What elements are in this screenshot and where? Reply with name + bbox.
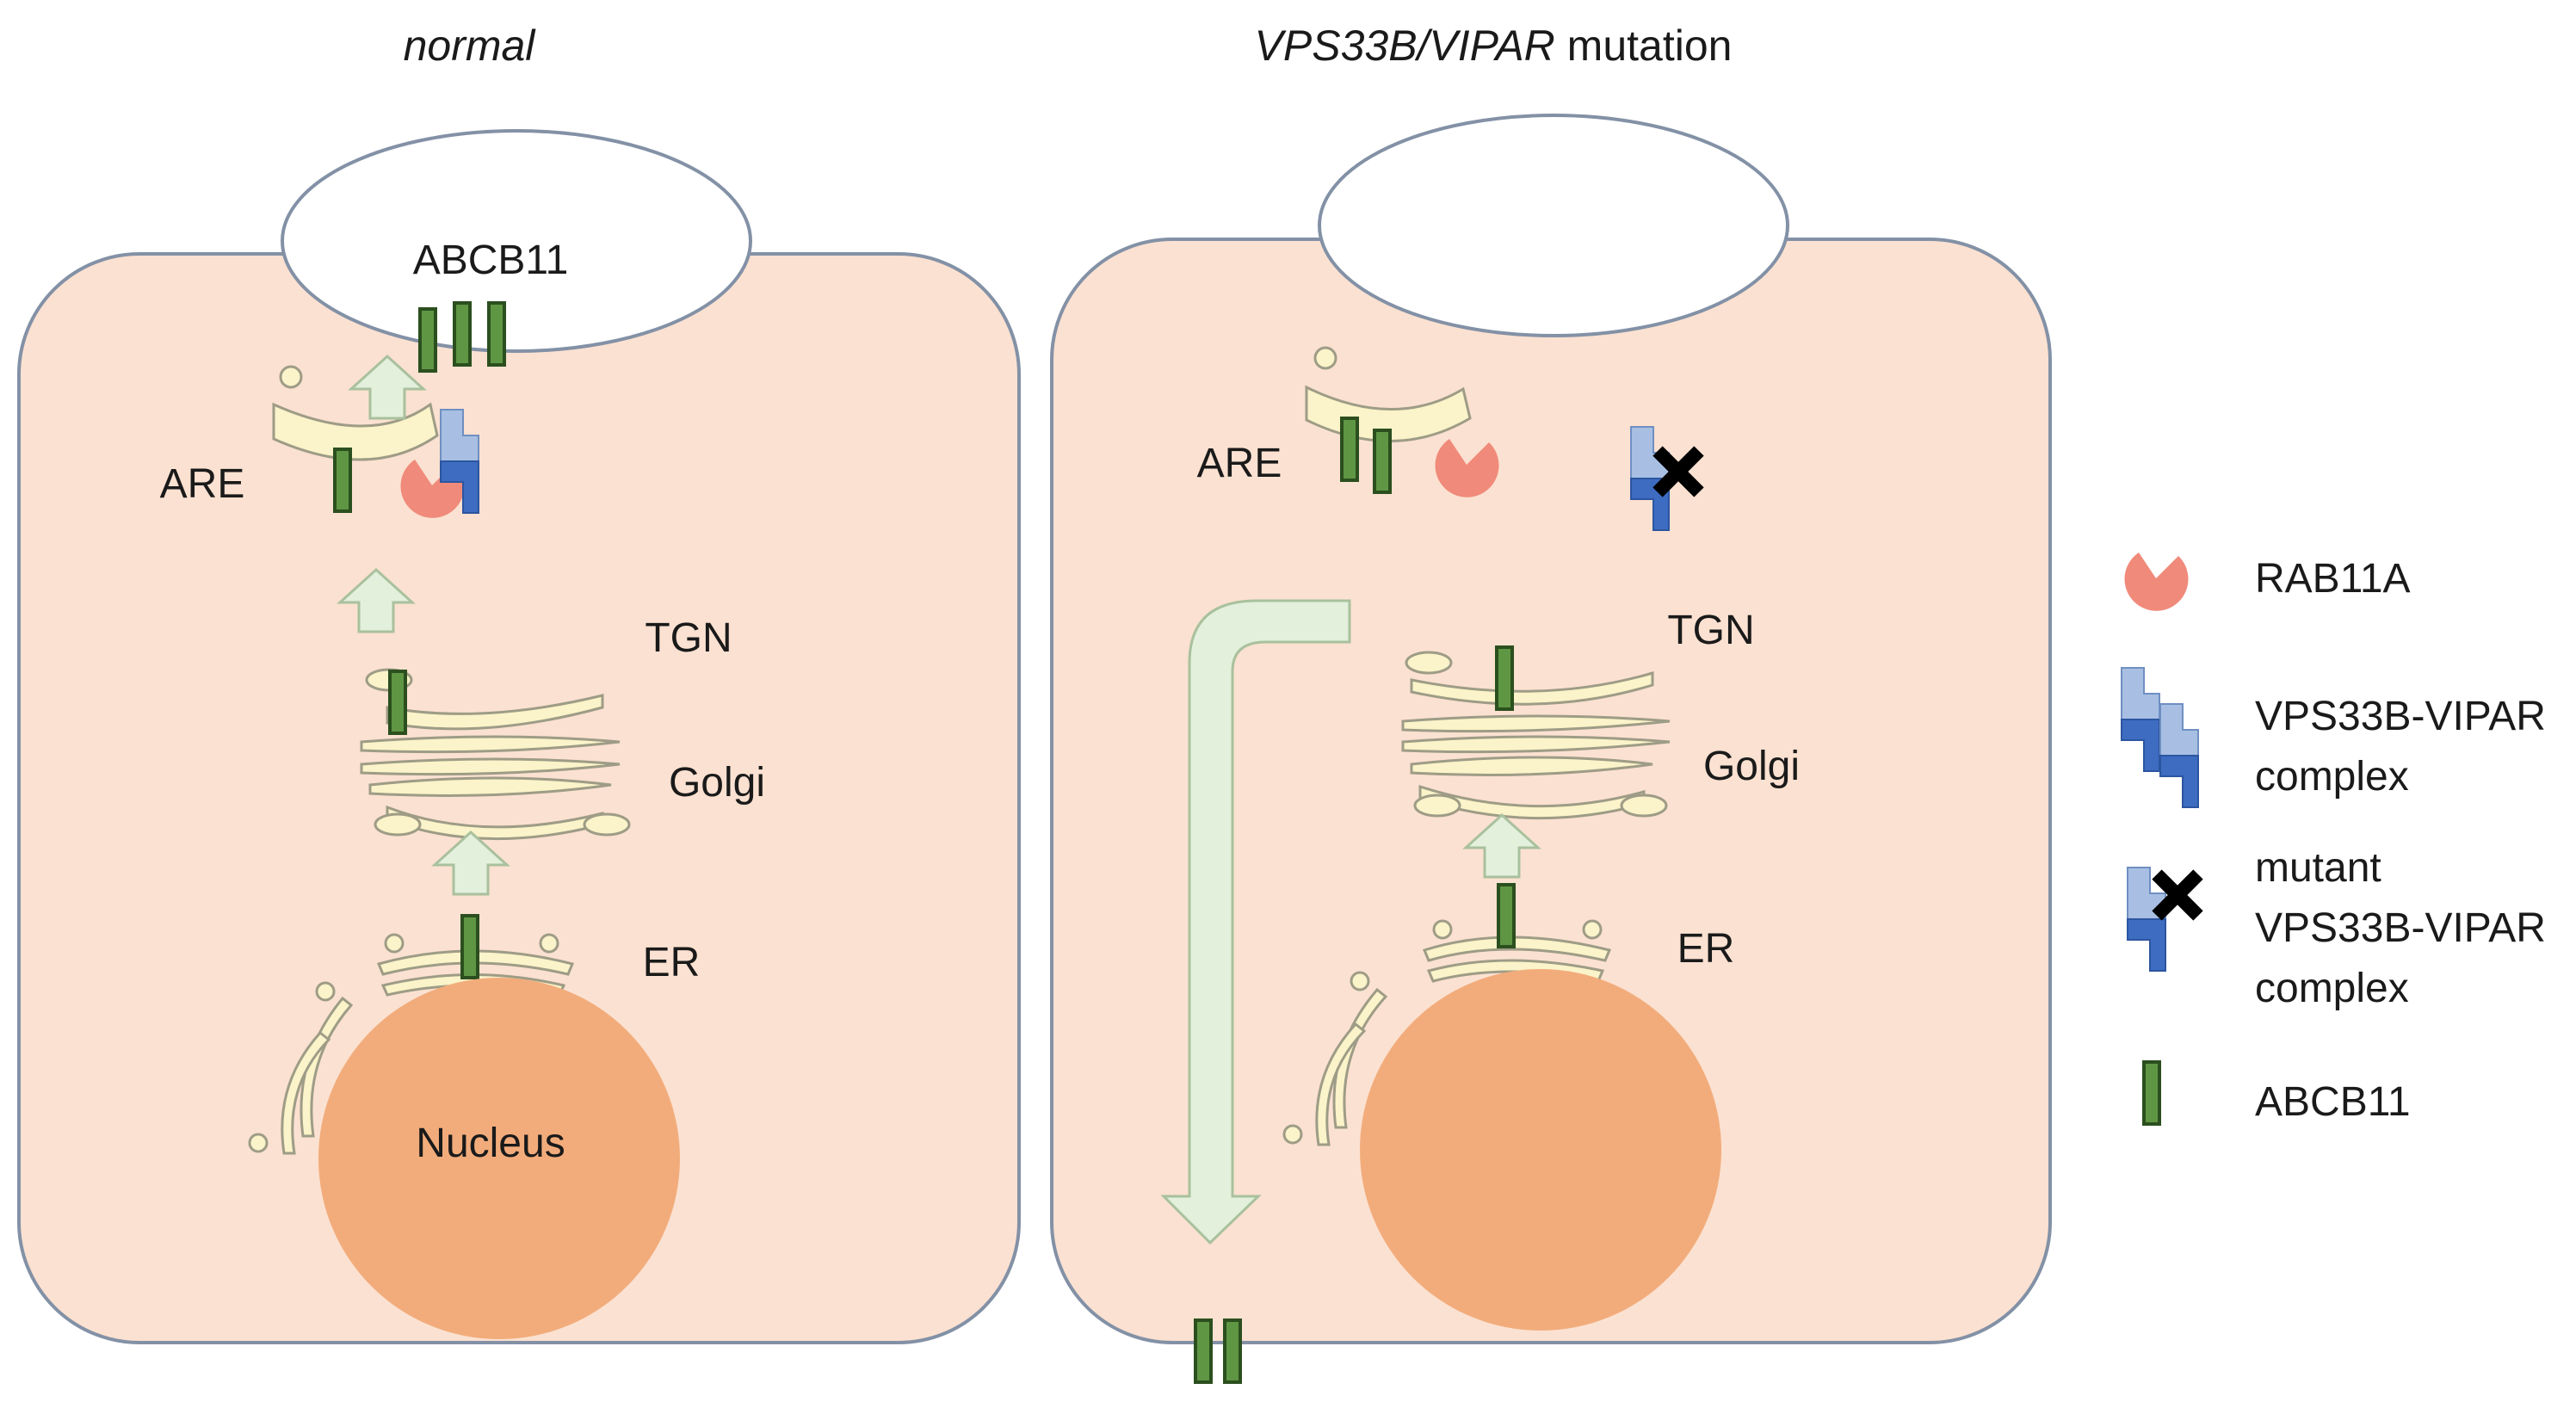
label-er-mutation: ER [1677, 926, 1735, 972]
abcb11-are-mutation-1 [1340, 417, 1359, 482]
cell-mutation: ARE TGN Golgi [1050, 114, 2052, 1384]
abcb11-are-normal [333, 448, 352, 513]
are-mutation [1305, 346, 1499, 497]
label-nucleus: Nucleus [416, 1121, 565, 1166]
abcb11-er-normal [460, 914, 479, 979]
vps33b-vipar-complex-icon [2121, 667, 2199, 808]
golgi-normal [360, 668, 631, 841]
legend-mutant-line2: VPS33B-VIPAR [2255, 905, 2546, 951]
nucleus-normal [318, 978, 680, 1339]
are-normal [272, 355, 479, 518]
cell-normal: ABCB11 ARE TGN [17, 129, 1021, 1344]
abcb11-basolateral-1 [1194, 1318, 1213, 1384]
label-are-normal: ARE [160, 461, 245, 507]
misrouted-arrow-shape [1160, 599, 1351, 1245]
panel-title-mutation-italic: VPS33B/VIPAR [1255, 22, 1555, 70]
abcb11-basolateral-2 [1223, 1318, 1242, 1384]
label-golgi-normal: Golgi [669, 760, 765, 806]
legend-mutant-line3: complex [2255, 966, 2409, 1011]
abcb11-are-mutation-2 [1373, 429, 1392, 494]
label-golgi-mutation: Golgi [1703, 744, 1800, 789]
legend: RAB11A VPS33B-VIPAR complex mutant VPS33… [2121, 553, 2546, 1126]
abcb11-icon [2142, 1060, 2161, 1126]
label-are-mutation: ARE [1197, 441, 1282, 486]
legend-abcb11: ABCB11 [2255, 1079, 2411, 1125]
label-tgn-normal: TGN [645, 615, 732, 661]
legend-rab11a: RAB11A [2255, 556, 2411, 602]
legend-mutant-line1: mutant [2255, 845, 2381, 891]
panel-title-mutation: VPS33B/VIPAR mutation [1255, 22, 1733, 70]
panel-title-mutation-rest: mutation [1555, 22, 1733, 70]
abcb11-golgi-mutation [1495, 645, 1514, 711]
lumen-normal [281, 129, 752, 353]
legend-complex-line1: VPS33B-VIPAR [2255, 694, 2546, 739]
mutant-complex-icon [2127, 867, 2198, 972]
abcb11-er-mutation [1497, 883, 1516, 948]
lumen-mutation [1318, 114, 1789, 337]
label-abcb11: ABCB11 [413, 238, 569, 283]
label-tgn-mutation: TGN [1667, 608, 1754, 653]
rab11a-icon [2124, 553, 2189, 611]
golgi-mutation [1401, 645, 1671, 820]
label-er-normal: ER [643, 940, 701, 985]
abcb11-membrane-group [418, 301, 506, 373]
panel-title-normal: normal [404, 22, 537, 70]
nucleus-mutation [1360, 969, 1721, 1331]
legend-complex-line2: complex [2255, 754, 2409, 800]
abcb11-golgi-normal [388, 670, 407, 735]
